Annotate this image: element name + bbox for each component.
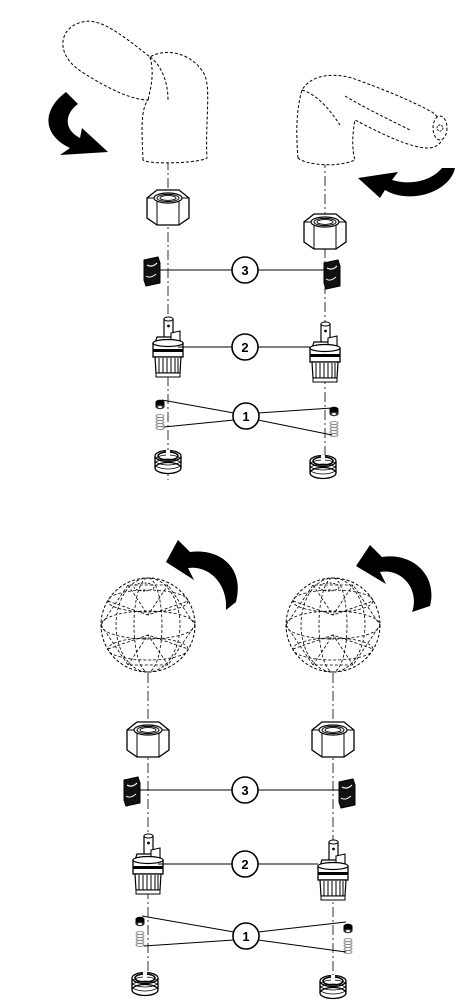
callout-3-top-label: 3	[241, 263, 248, 278]
clip-part-3-bottom-left	[123, 776, 141, 807]
callout-1-bottom-label: 1	[242, 929, 249, 944]
top-assembly	[48, 20, 455, 482]
hex-nut-top-left	[146, 189, 190, 226]
hex-nut-bottom-left	[126, 721, 170, 758]
clip-part-3-top-right	[323, 259, 341, 290]
rotation-arrow-right-bottom	[356, 545, 432, 612]
threaded-ring-top-right	[309, 454, 337, 480]
center-axis-lines-bottom	[147, 655, 334, 990]
rotation-arrow-left-bottom	[166, 540, 238, 610]
hex-nut-bottom-right	[311, 721, 355, 758]
hex-nut-top-right	[303, 213, 347, 250]
callout-2-bottom: 2	[231, 850, 259, 878]
rotation-arrow-left-top	[48, 92, 108, 155]
ball-knob-outline-left	[100, 577, 196, 673]
rotation-arrow-right-top	[358, 168, 455, 198]
callout-3-top: 3	[231, 256, 259, 284]
ball-knob-outline-right	[285, 577, 381, 673]
seal-spring-part-1-bottom-right	[343, 923, 353, 954]
lever-handle-outline-right	[296, 74, 444, 166]
seal-spring-part-1-top-right	[329, 406, 339, 437]
seal-spring-part-1-bottom-left	[135, 916, 145, 947]
leader-lines-top	[160, 269, 333, 436]
threaded-ring-bottom-right	[319, 974, 347, 1000]
threaded-ring-top-left	[154, 449, 182, 475]
callout-1-top: 1	[232, 402, 260, 430]
center-axis-lines	[167, 158, 326, 482]
leader-lines-bottom	[138, 789, 347, 953]
callout-2-bottom-label: 2	[241, 857, 248, 872]
clip-part-3-top-left	[143, 256, 161, 287]
bottom-assembly	[100, 540, 432, 1000]
callout-3-bottom: 3	[231, 776, 259, 804]
lever-handle-outline-left	[62, 20, 209, 164]
callout-2-top: 2	[231, 333, 259, 361]
callout-3-bottom-label: 3	[241, 783, 248, 798]
clip-part-3-bottom-right	[338, 778, 356, 809]
callout-2-top-label: 2	[241, 340, 248, 355]
cartridge-part-2-top-right	[309, 321, 341, 383]
seal-spring-part-1-top-left	[155, 399, 165, 430]
cartridge-part-2-bottom-right	[317, 839, 349, 901]
callout-1-top-label: 1	[242, 409, 249, 424]
callout-1-bottom: 1	[232, 922, 260, 950]
threaded-ring-bottom-left	[131, 971, 159, 997]
